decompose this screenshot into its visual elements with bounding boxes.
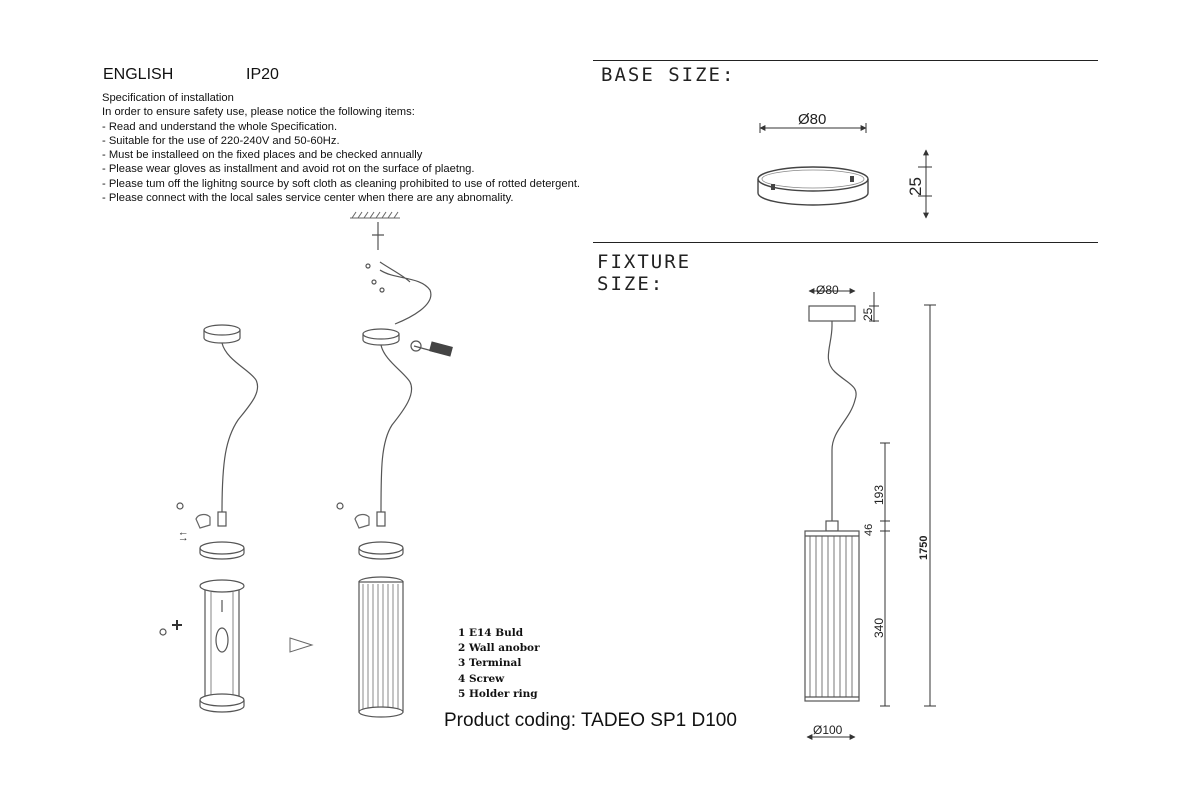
- fixture-size-divider: [593, 242, 1098, 243]
- language-label: ENGLISH: [103, 66, 174, 83]
- product-coding: Product coding: TADEO SP1 D100: [444, 710, 737, 731]
- specification-item: - Suitable for the use of 220-240V and 5…: [102, 134, 340, 147]
- specification-item: - Read and understand the whole Specific…: [102, 120, 338, 133]
- transition-arrow-icon: [289, 637, 314, 653]
- specification-intro: In order to ensure safety use, please no…: [102, 106, 415, 119]
- fixture-upper-label: 193: [872, 485, 886, 505]
- legend-item: 1 E14 Buld: [458, 627, 524, 639]
- base-canopy-drawing: [757, 166, 869, 206]
- specification-block: Specification of installation In order t…: [102, 91, 580, 205]
- svg-text:↓↑: ↓↑: [177, 531, 189, 542]
- legend-item: 3 Terminal: [458, 657, 522, 670]
- base-diameter-dimension: [759, 123, 867, 133]
- parts-legend: 1 E14 Buld 2 Wall anobor 3 Terminal 4 Sc…: [458, 626, 540, 702]
- fixture-bottom-diameter-label: Ø100: [813, 723, 843, 737]
- specification-item: - Must be installeed on the fixed places…: [102, 149, 423, 162]
- assembly-drawing-glass: ↓↑: [159, 324, 259, 713]
- legend-item: 5 Holder ring: [458, 687, 538, 700]
- ip-rating: IP20: [246, 66, 279, 83]
- fixture-dimensions: [806, 288, 936, 740]
- fixture-size-title-line1: FIXTURE: [597, 251, 692, 273]
- legend-item: 2 Wall anobor: [458, 642, 540, 655]
- assembly-drawing-final: [336, 211, 453, 718]
- legend-item: 4 Screw: [458, 672, 505, 685]
- fixture-drawing: [804, 305, 860, 702]
- base-height-dimension: [918, 149, 932, 219]
- fixture-total-height-label: 1750: [918, 536, 930, 560]
- base-size-divider: [593, 60, 1098, 61]
- specification-item: - Please connect with the local sales se…: [102, 192, 514, 205]
- fixture-size-title-line2: SIZE:: [597, 273, 665, 295]
- base-size-title: BASE SIZE:: [601, 64, 736, 86]
- specification-item: - Please wear gloves as installment and …: [102, 163, 475, 176]
- fixture-size-title: FIXTURE SIZE:: [597, 251, 691, 295]
- fixture-terminal-label: 46: [863, 524, 875, 536]
- fixture-shade-label: 340: [872, 618, 886, 638]
- fixture-base-height-label: 25: [861, 307, 875, 321]
- specification-title: Specification of installation: [102, 92, 234, 104]
- specification-item: - Please tum off the lighitng source by …: [102, 177, 581, 190]
- base-diameter-label: Ø80: [798, 111, 826, 128]
- base-height-label: 25: [906, 177, 925, 196]
- fixture-top-diameter-label: Ø80: [816, 283, 839, 297]
